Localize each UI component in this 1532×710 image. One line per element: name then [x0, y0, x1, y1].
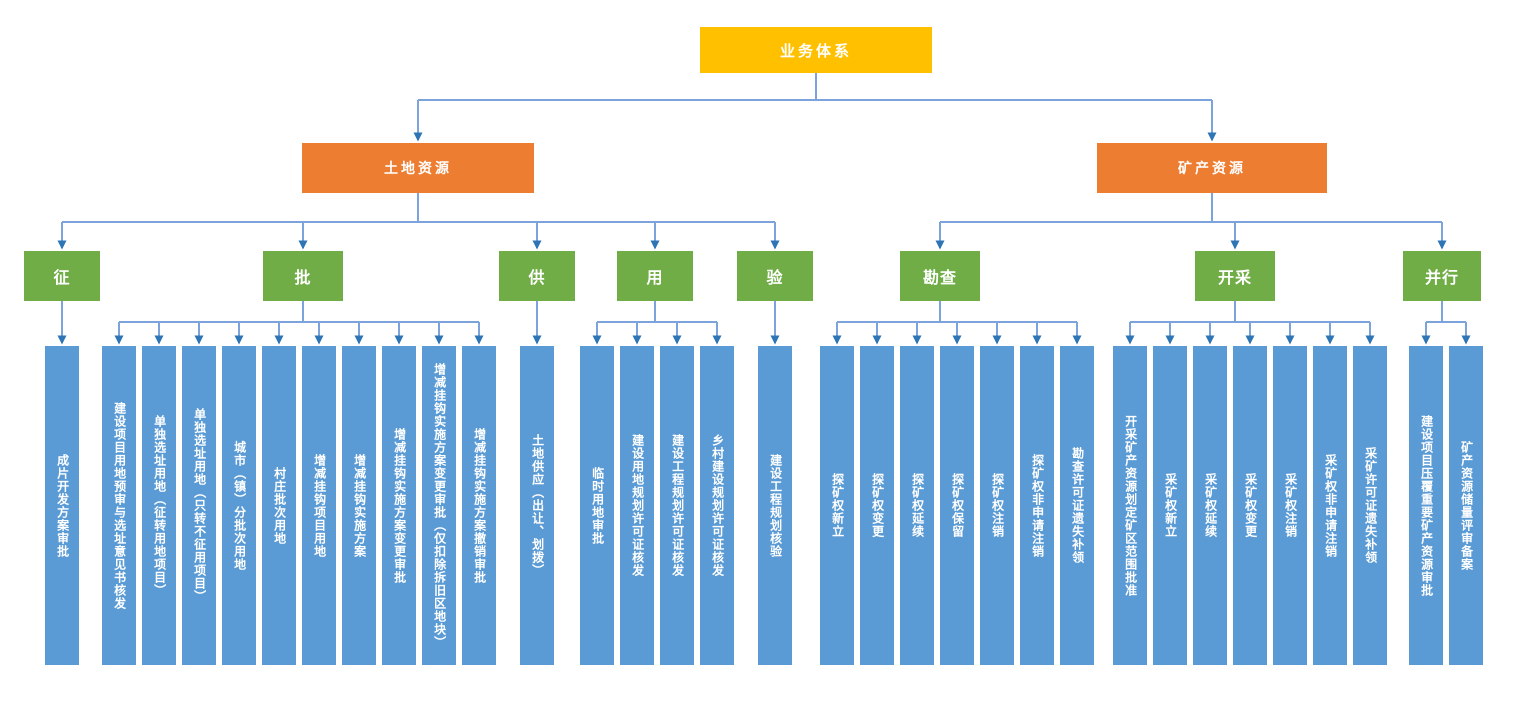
node-group-kancha: 勘查 [900, 251, 980, 301]
process-label: 单独选址用地（征转用地项目） [152, 414, 167, 597]
node-group-yan: 验 [737, 251, 813, 301]
process-column: 采矿许可证遗失补领 [1353, 346, 1387, 665]
process-label: 增减挂钩实施方案变更审批（仅扣除拆旧区地块） [432, 362, 447, 649]
process-label: 建设项目用地预审与选址意见书核发 [112, 401, 127, 610]
process-label: 探矿权延续 [910, 473, 925, 538]
process-label: 增减挂钩实施方案撤销审批 [472, 427, 487, 584]
process-column: 村庄批次用地 [262, 346, 296, 665]
process-column: 建设工程规划核验 [758, 346, 792, 665]
node-group-bingxing: 并行 [1403, 251, 1481, 301]
process-label: 村庄批次用地 [272, 466, 287, 545]
process-label: 探矿权新立 [830, 473, 845, 538]
process-label: 增减挂钩实施方案变更审批 [392, 427, 407, 584]
process-column: 增减挂钩实施方案 [342, 346, 376, 665]
process-label: 城市（镇）分批次用地 [232, 440, 247, 571]
process-label: 建设用地规划许可证核发 [630, 434, 645, 577]
process-label: 探矿权注销 [990, 473, 1005, 538]
process-label: 临时用地审批 [590, 466, 605, 545]
process-label: 采矿权非申请注销 [1323, 453, 1338, 558]
process-column: 探矿权新立 [820, 346, 854, 665]
process-column: 勘查许可证遗失补领 [1060, 346, 1094, 665]
process-column: 增减挂钩项目用地 [302, 346, 336, 665]
process-column: 探矿权非申请注销 [1020, 346, 1054, 665]
process-label: 矿产资源储量评审备案 [1459, 440, 1474, 571]
process-label: 增减挂钩项目用地 [312, 453, 327, 558]
process-column: 建设项目用地预审与选址意见书核发 [102, 346, 136, 665]
node-group-gong: 供 [499, 251, 575, 301]
process-label: 采矿权延续 [1203, 473, 1218, 538]
process-column: 乡村建设规划许可证核发 [700, 346, 734, 665]
process-label: 开采矿产资源划定矿区范围批准 [1123, 414, 1138, 597]
process-column: 探矿权注销 [980, 346, 1014, 665]
process-column: 成片开发方案审批 [45, 346, 79, 665]
node-business-system: 业务体系 [700, 27, 932, 73]
node-group-yong: 用 [617, 251, 693, 301]
process-column: 采矿权新立 [1153, 346, 1187, 665]
process-column: 采矿权变更 [1233, 346, 1267, 665]
process-label: 探矿权非申请注销 [1030, 453, 1045, 558]
process-column: 单独选址用地（只转不征用项目） [182, 346, 216, 665]
process-column: 临时用地审批 [580, 346, 614, 665]
node-mineral-resources: 矿产资源 [1097, 143, 1327, 193]
process-column: 单独选址用地（征转用地项目） [142, 346, 176, 665]
process-label: 采矿许可证遗失补领 [1363, 447, 1378, 564]
process-column: 土地供应（出让、划拨） [520, 346, 554, 665]
process-label: 乡村建设规划许可证核发 [710, 434, 725, 577]
process-label: 采矿权注销 [1283, 473, 1298, 538]
process-column: 采矿权非申请注销 [1313, 346, 1347, 665]
process-column: 探矿权变更 [860, 346, 894, 665]
process-column: 建设项目压覆重要矿产资源审批 [1409, 346, 1443, 665]
process-column: 增减挂钩实施方案变更审批（仅扣除拆旧区地块） [422, 346, 456, 665]
node-group-kaicai: 开采 [1195, 251, 1275, 301]
process-column: 增减挂钩实施方案撤销审批 [462, 346, 496, 665]
process-column: 建设用地规划许可证核发 [620, 346, 654, 665]
process-column: 探矿权保留 [940, 346, 974, 665]
process-label: 采矿权变更 [1243, 473, 1258, 538]
process-label: 建设项目压覆重要矿产资源审批 [1419, 414, 1434, 597]
process-column: 增减挂钩实施方案变更审批 [382, 346, 416, 665]
process-column: 城市（镇）分批次用地 [222, 346, 256, 665]
process-column: 矿产资源储量评审备案 [1449, 346, 1483, 665]
process-column: 采矿权注销 [1273, 346, 1307, 665]
process-column: 采矿权延续 [1193, 346, 1227, 665]
process-label: 采矿权新立 [1163, 473, 1178, 538]
process-column: 建设工程规划许可证核发 [660, 346, 694, 665]
process-label: 建设工程规划许可证核发 [670, 434, 685, 577]
process-label: 土地供应（出让、划拨） [530, 434, 545, 577]
process-label: 建设工程规划核验 [768, 453, 783, 558]
process-column: 探矿权延续 [900, 346, 934, 665]
process-label: 探矿权变更 [870, 473, 885, 538]
node-group-zheng: 征 [24, 251, 100, 301]
process-label: 探矿权保留 [950, 473, 965, 538]
node-land-resources: 土地资源 [302, 143, 534, 193]
process-label: 勘查许可证遗失补领 [1070, 447, 1085, 564]
node-group-pi: 批 [263, 251, 343, 301]
process-label: 单独选址用地（只转不征用项目） [192, 408, 207, 603]
process-label: 成片开发方案审批 [55, 453, 70, 558]
process-label: 增减挂钩实施方案 [352, 453, 367, 558]
process-column: 开采矿产资源划定矿区范围批准 [1113, 346, 1147, 665]
